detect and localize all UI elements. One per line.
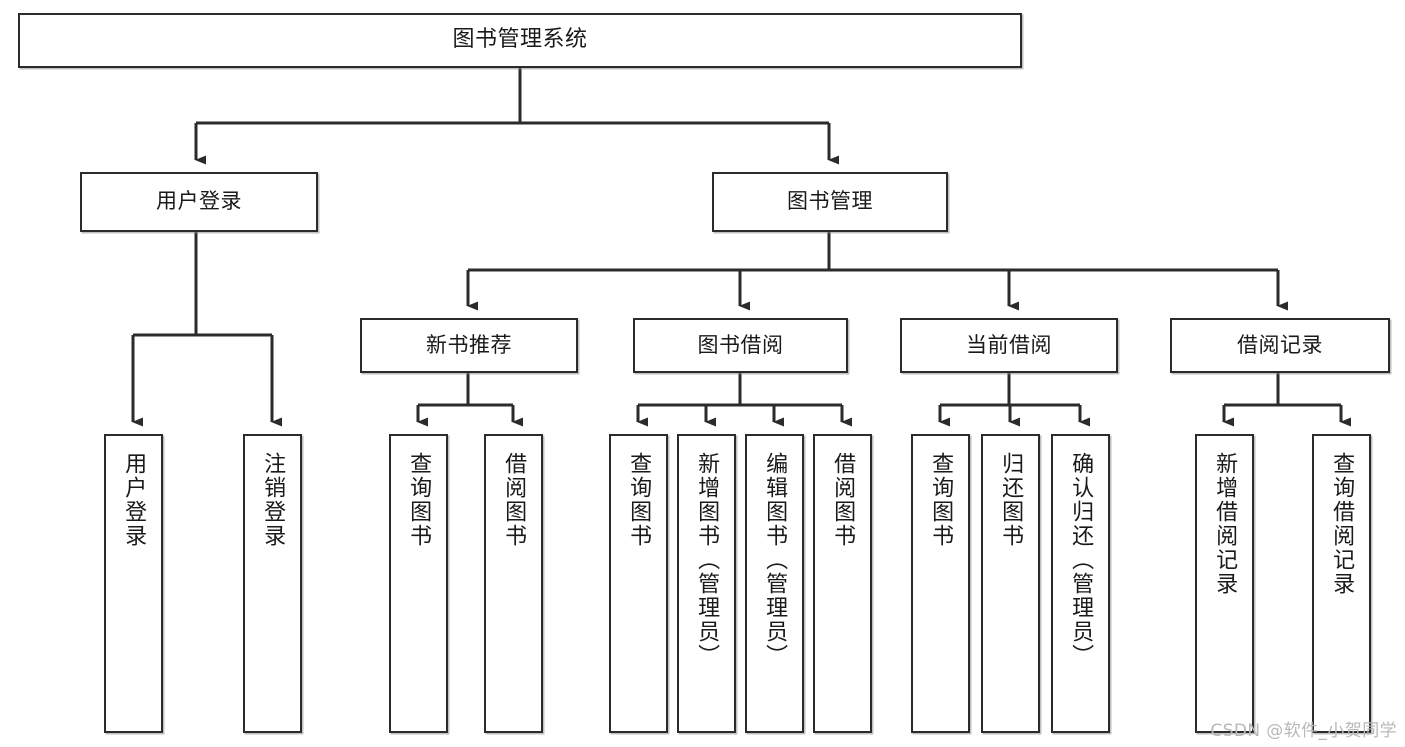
node-leaf-query-borrow-record[interactable]: 查询借阅记录 xyxy=(1312,434,1371,733)
node-book-management[interactable]: 图书管理 xyxy=(712,172,948,232)
node-leaf-user-login-label: 用户登录 xyxy=(121,452,147,548)
node-leaf-query-book-borrow-label: 查询图书 xyxy=(626,452,652,548)
node-leaf-borrow-book-label: 借阅图书 xyxy=(830,452,856,548)
node-leaf-edit-book-admin-label: 编辑图书（管理员） xyxy=(762,452,788,668)
node-current-borrow[interactable]: 当前借阅 xyxy=(900,318,1118,373)
node-borrow-record-label: 借阅记录 xyxy=(1237,332,1323,357)
node-leaf-query-book-current[interactable]: 查询图书 xyxy=(911,434,970,733)
node-leaf-query-book-borrow[interactable]: 查询图书 xyxy=(609,434,668,733)
node-leaf-query-borrow-record-label: 查询借阅记录 xyxy=(1329,452,1355,596)
node-root-book-management-system[interactable]: 图书管理系统 xyxy=(18,13,1022,68)
node-book-management-label: 图书管理 xyxy=(787,189,873,214)
node-leaf-return-book-label: 归还图书 xyxy=(998,452,1024,548)
node-leaf-query-book-recommend[interactable]: 查询图书 xyxy=(389,434,448,733)
node-leaf-borrow-book-recommend[interactable]: 借阅图书 xyxy=(484,434,543,733)
node-leaf-query-book-current-label: 查询图书 xyxy=(928,452,954,548)
node-leaf-logout-login[interactable]: 注销登录 xyxy=(243,434,302,733)
node-borrow-record[interactable]: 借阅记录 xyxy=(1170,318,1390,373)
node-leaf-return-book[interactable]: 归还图书 xyxy=(981,434,1040,733)
csdn-watermark: CSDN @软件_小贺同学 xyxy=(1210,721,1397,741)
node-new-book-recommend[interactable]: 新书推荐 xyxy=(360,318,578,373)
node-user-login[interactable]: 用户登录 xyxy=(80,172,318,232)
node-leaf-borrow-book-recommend-label: 借阅图书 xyxy=(501,452,527,548)
node-leaf-query-book-recommend-label: 查询图书 xyxy=(406,452,432,548)
node-leaf-confirm-return-admin-label: 确认归还（管理员） xyxy=(1068,452,1094,668)
node-root-label: 图书管理系统 xyxy=(452,27,588,53)
node-book-borrow-label: 图书借阅 xyxy=(697,332,784,357)
node-leaf-logout-login-label: 注销登录 xyxy=(260,452,286,548)
node-leaf-edit-book-admin[interactable]: 编辑图书（管理员） xyxy=(745,434,804,733)
node-leaf-add-borrow-record-label: 新增借阅记录 xyxy=(1212,452,1238,596)
node-leaf-add-book-admin-label: 新增图书（管理员） xyxy=(694,452,720,668)
node-current-borrow-label: 当前借阅 xyxy=(966,332,1052,357)
node-leaf-user-login[interactable]: 用户登录 xyxy=(104,434,163,733)
node-new-book-recommend-label: 新书推荐 xyxy=(426,332,512,357)
node-book-borrow[interactable]: 图书借阅 xyxy=(633,318,848,373)
node-leaf-confirm-return-admin[interactable]: 确认归还（管理员） xyxy=(1051,434,1110,733)
node-user-login-label: 用户登录 xyxy=(156,189,242,214)
node-leaf-add-borrow-record[interactable]: 新增借阅记录 xyxy=(1195,434,1254,733)
node-leaf-add-book-admin[interactable]: 新增图书（管理员） xyxy=(677,434,736,733)
node-leaf-borrow-book[interactable]: 借阅图书 xyxy=(813,434,872,733)
